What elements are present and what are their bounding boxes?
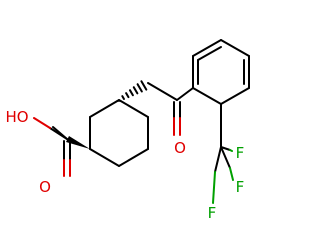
bond-cf3-f2-hetero: [229, 149, 233, 152]
bond-benzene-inner: [197, 46, 222, 61]
bond-ring-4: [89, 148, 120, 167]
stereo-hash-segment: [121, 95, 125, 100]
fluorine-label-2: F: [236, 144, 245, 162]
stereo-hash-segment: [128, 89, 134, 97]
bond-cf3-f1: [214, 146, 222, 173]
bond-benzene: [220, 87, 250, 105]
bond-ch2-carbonyl: [147, 82, 178, 101]
cyclohexane-ring: [89, 99, 149, 167]
bond-network: [33, 39, 250, 204]
fluorine-label-3: F: [236, 178, 245, 196]
bond-cf3-f3: [220, 146, 231, 169]
bond-carboxyl-c-oh: [49, 127, 68, 140]
bond-carbonyl-aryl: [176, 87, 194, 101]
stereo-hash-segment: [136, 83, 143, 93]
ketone-oxygen-label: O: [174, 139, 186, 157]
bond-carboxyl-oh-hetero: [33, 117, 51, 129]
bond-ring-3: [118, 148, 149, 167]
stereo-wedge-carboxyl: [66, 136, 90, 149]
bond-cf3-f3-hetero: [229, 167, 234, 181]
fluorine-label-1: F: [208, 204, 217, 222]
bond-cf3-f1-hetero: [212, 171, 216, 204]
bond-ring-6: [89, 99, 120, 118]
bond-benzene: [220, 39, 250, 57]
bond-benzene: [192, 39, 222, 57]
bond-cf3-f2: [220, 146, 231, 151]
chemical-structure: HO O O F F F: [5, 39, 250, 222]
bond-ring-1: [118, 99, 149, 118]
hydroxyl-label: HO: [5, 108, 28, 126]
carboxyl-oxygen-label: O: [39, 178, 51, 196]
stereo-hash-segment: [132, 86, 139, 95]
bond-benzene: [192, 87, 222, 105]
stereo-hash-segment: [125, 92, 130, 99]
stereo-hash-segment: [140, 80, 148, 91]
